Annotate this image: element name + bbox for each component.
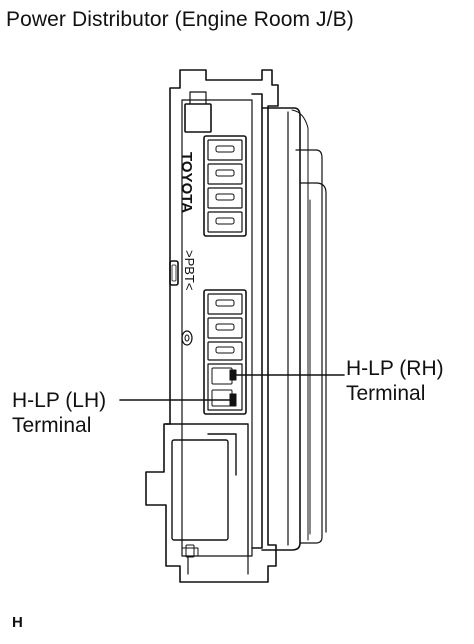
figure-title: Power Distributor (Engine Room J/B) — [6, 8, 354, 31]
side-profile — [251, 93, 327, 551]
callout-h-lp-lh: H-LP (LH) Terminal — [12, 388, 106, 438]
lower-connector-housing — [165, 423, 249, 558]
callout-h-lp-rh: H-LP (RH) Terminal — [346, 356, 444, 406]
top-latch — [184, 91, 212, 133]
lower-fuse-block — [203, 289, 247, 415]
upper-fuse-block — [203, 135, 247, 237]
housing-outline — [145, 69, 279, 583]
callout-h-lp-rh-label: H-LP (RH) — [346, 357, 444, 380]
callout-h-lp-lh-label: H-LP (LH) — [12, 389, 107, 412]
callout-h-lp-rh-sublabel: Terminal — [346, 382, 426, 405]
figure-code: H — [12, 614, 23, 631]
side-slot — [169, 260, 179, 286]
material-mark: >PBT< — [182, 250, 197, 290]
callout-h-lp-lh-sublabel: Terminal — [12, 414, 92, 437]
brand-mark: TOYOTA — [178, 152, 195, 213]
recycle-mark — [181, 330, 193, 346]
